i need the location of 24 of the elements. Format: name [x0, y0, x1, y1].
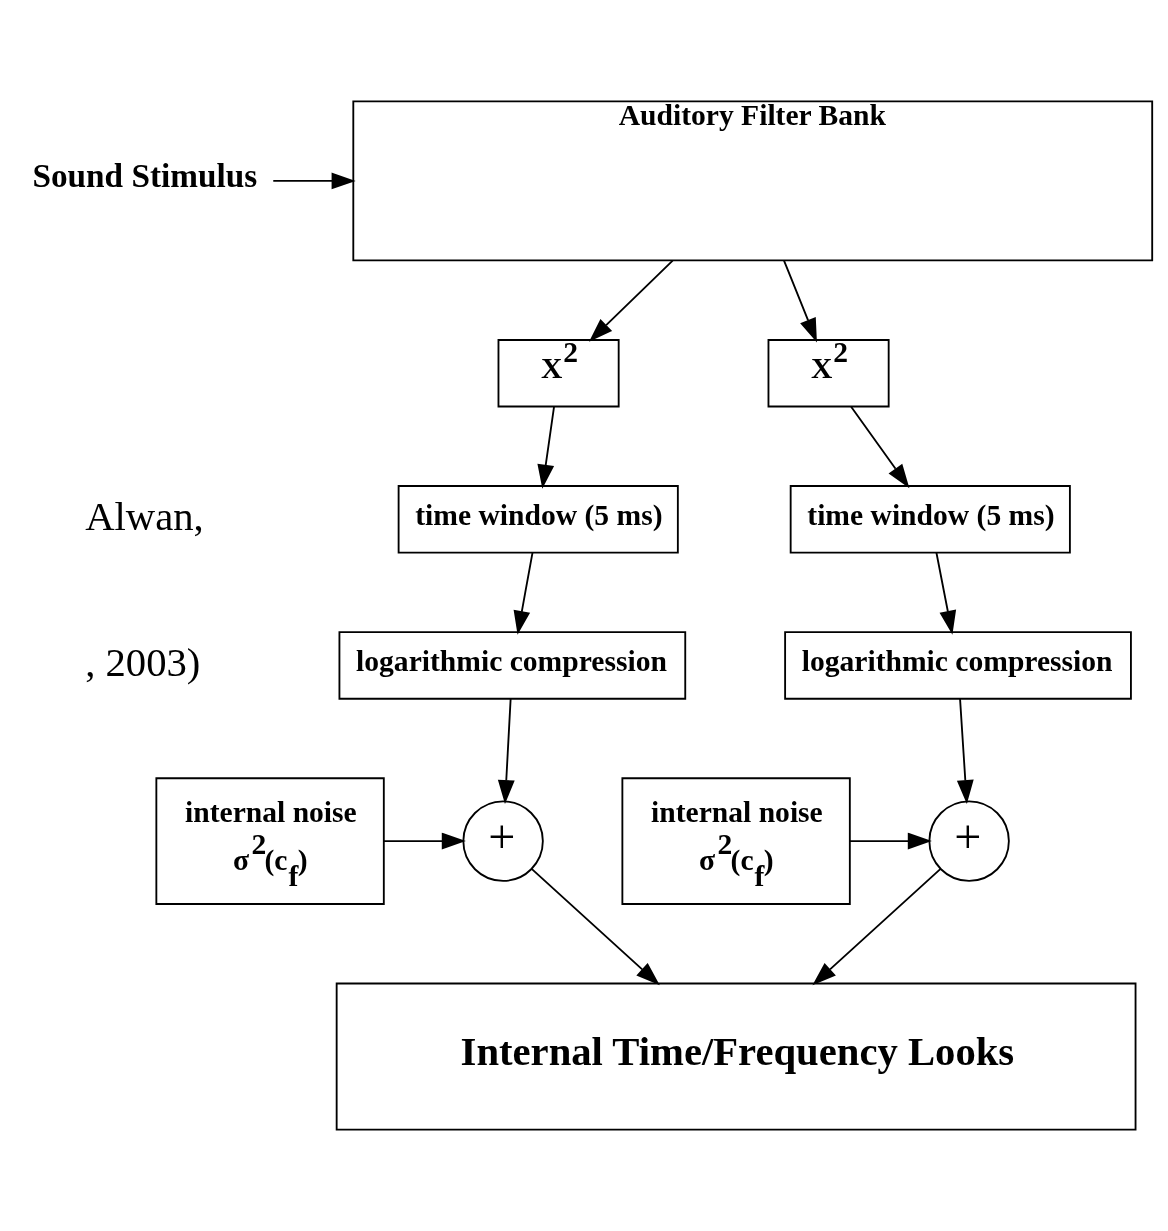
node-circle: + — [462, 800, 544, 882]
arrow — [513, 551, 534, 635]
arrow — [848, 832, 932, 850]
arrow — [812, 868, 942, 986]
node-circle: + — [928, 800, 1010, 882]
arrow — [537, 405, 555, 489]
arrow — [530, 868, 660, 986]
arrow — [956, 697, 974, 805]
node-box: logarithmic compression — [338, 631, 687, 700]
arrow — [382, 832, 466, 850]
node-box: Auditory Filter Bank — [352, 100, 1154, 262]
node-box: logarithmic compression — [784, 631, 1132, 700]
node-box: time window (5 ms) — [397, 485, 679, 554]
arrow — [272, 172, 356, 190]
node-box: Internal Time/Frequency Looks — [335, 982, 1137, 1131]
arrow — [850, 405, 910, 489]
label: Alwan, — [85, 493, 204, 539]
arrow — [497, 697, 515, 805]
node-text: Sound Stimulus — [32, 157, 258, 195]
node-box: time window (5 ms) — [789, 485, 1071, 554]
label: , 2003) — [85, 639, 201, 685]
arrow — [935, 551, 957, 635]
arrow — [783, 259, 817, 343]
arrow — [589, 259, 674, 342]
